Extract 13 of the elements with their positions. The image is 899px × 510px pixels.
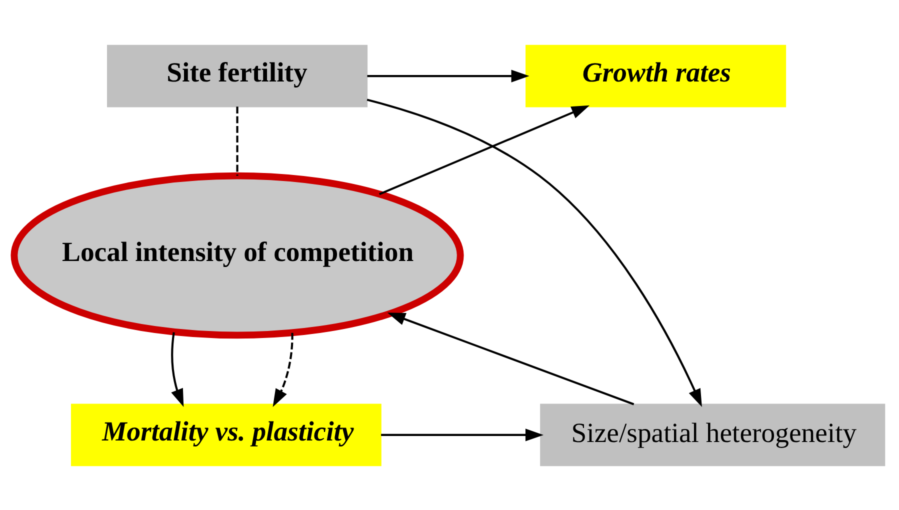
arrow: [171, 332, 184, 406]
node-box: Size/spatial heterogeneity: [540, 403, 886, 466]
arrow: [366, 98, 702, 407]
arrow: [367, 69, 530, 82]
node-box: Growth rates: [526, 44, 786, 107]
node-box: Mortality vs. plasticity: [70, 403, 382, 466]
arrow: [379, 104, 590, 195]
node-ellipse: Local intensity of competition: [10, 172, 464, 338]
arrow: [381, 428, 544, 441]
connector: [236, 106, 238, 176]
arrow: [272, 332, 294, 407]
node-box: Site fertility: [107, 44, 368, 107]
arrow: [387, 312, 634, 405]
